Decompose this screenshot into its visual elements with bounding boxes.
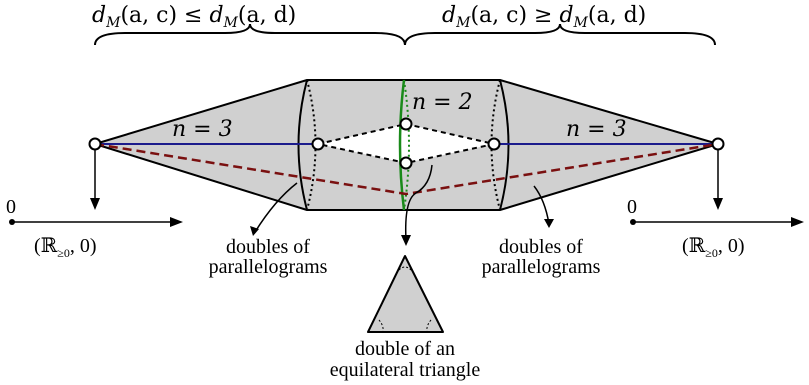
- equilateral-triangle: [367, 255, 444, 333]
- axis-zero-left: 0: [6, 196, 16, 218]
- triangle-corner-left: [378, 319, 384, 333]
- doubles-left-line2: parallelograms: [209, 256, 328, 278]
- pointer-doubles-left: [254, 182, 298, 233]
- green-circle-solid: [398, 79, 406, 211]
- green-circle-dotted: [403, 79, 410, 211]
- vertex-mid-left: [311, 137, 325, 151]
- red-dashed-path: [94, 142, 719, 196]
- ray-arrowhead-left: [170, 217, 183, 227]
- ray-label-left: (ℝ≥0, 0): [34, 235, 97, 260]
- pointer-doubles-left-head: [250, 226, 259, 236]
- doubles-right-line2: parallelograms: [482, 256, 601, 278]
- brace-left: [94, 23, 406, 46]
- ray-label-right: (ℝ≥0, 0): [682, 235, 745, 260]
- vertex-right: [711, 137, 725, 151]
- pointer-triangle-head: [401, 235, 411, 246]
- down-arrowhead-right: [713, 198, 723, 210]
- ray-arrowhead-right: [791, 217, 804, 227]
- brace-right: [404, 23, 716, 46]
- top-right-inequality: dM(a, c) ≥ dM(a, d): [442, 3, 646, 31]
- down-arrowhead-left: [90, 198, 100, 210]
- doubles-right-line1: doubles of: [499, 236, 583, 258]
- axis-zero-right: 0: [627, 196, 637, 218]
- vertex-left: [88, 137, 102, 151]
- doubles-left-line1: doubles of: [226, 236, 310, 258]
- top-left-inequality: dM(a, c) ≤ dM(a, d): [92, 3, 296, 31]
- pointer-doubles-right-head: [544, 219, 554, 228]
- vertex-bottom: [399, 156, 413, 170]
- n3-right-label: n = 3: [566, 117, 627, 142]
- vertex-top: [399, 117, 413, 131]
- triangle-corner-top: [398, 266, 412, 271]
- pointer-triangle: [404, 164, 433, 241]
- triangle-corner-right: [426, 319, 432, 333]
- n3-left-label: n = 3: [172, 117, 233, 142]
- triangle-label-line1: double of an: [355, 338, 455, 360]
- n2-center-label: n = 2: [412, 90, 473, 115]
- vertex-mid-right: [487, 137, 501, 151]
- triangle-label-line2: equilateral triangle: [330, 359, 481, 381]
